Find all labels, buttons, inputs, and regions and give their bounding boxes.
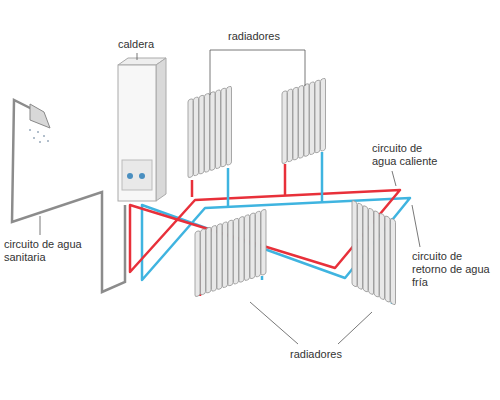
radiator-fin (256, 211, 261, 278)
radiator-fin (282, 90, 287, 164)
radiator-fin (245, 214, 250, 281)
radiator-fin (195, 230, 200, 297)
part-label: caldera (118, 38, 154, 51)
radiator-fin (217, 223, 222, 290)
radiator-fin (216, 89, 221, 169)
sanitary-pipe (12, 100, 125, 292)
radiator-fin (227, 86, 232, 166)
shower-head (29, 104, 50, 143)
radiator-fin (310, 81, 315, 155)
radiator-fin (304, 83, 309, 157)
radiator-fin (293, 87, 298, 161)
radiator-fin (380, 213, 385, 300)
radiator-fin (201, 229, 206, 296)
radiators (188, 78, 396, 305)
shower-drops (29, 129, 49, 143)
radiator-fin (288, 89, 293, 163)
part-label: circuito de agua sanitaria (4, 238, 92, 264)
part-label: radiadores (228, 30, 280, 43)
leader-lines (40, 50, 420, 344)
radiator-fin (206, 227, 211, 294)
radiator-fin (391, 218, 396, 305)
radiator-fin (199, 95, 204, 175)
radiator-fin (194, 97, 199, 177)
radiator-fin (315, 80, 320, 154)
part-label: circuito de agua caliente (372, 142, 447, 168)
radiator-fin (212, 225, 217, 292)
part-label: circuito de retorno de agua fría (412, 250, 496, 289)
radiator-fin (321, 78, 326, 152)
radiator-fin (228, 220, 233, 287)
radiator-fin (205, 93, 210, 173)
radiator (282, 78, 326, 164)
radiator-fin (358, 203, 363, 290)
radiator-fin (210, 91, 215, 171)
radiator-fin (374, 210, 379, 297)
radiator-fin (223, 221, 228, 288)
radiator (352, 200, 396, 305)
radiator-fin (250, 213, 255, 280)
part-label: radiadores (290, 348, 342, 361)
radiator-fin (221, 88, 226, 168)
radiator-fin (261, 209, 266, 276)
radiator-risers (192, 152, 392, 304)
radiator (188, 86, 232, 178)
radiator-fin (385, 215, 390, 302)
radiator-fin (234, 218, 239, 285)
boiler (118, 58, 166, 201)
radiator (195, 209, 266, 297)
radiator-fin (239, 216, 244, 283)
radiator-fin (188, 98, 193, 178)
radiator-fin (363, 205, 368, 292)
radiator-fin (369, 208, 374, 295)
radiator-fin (299, 85, 304, 159)
radiator-fin (352, 200, 357, 287)
